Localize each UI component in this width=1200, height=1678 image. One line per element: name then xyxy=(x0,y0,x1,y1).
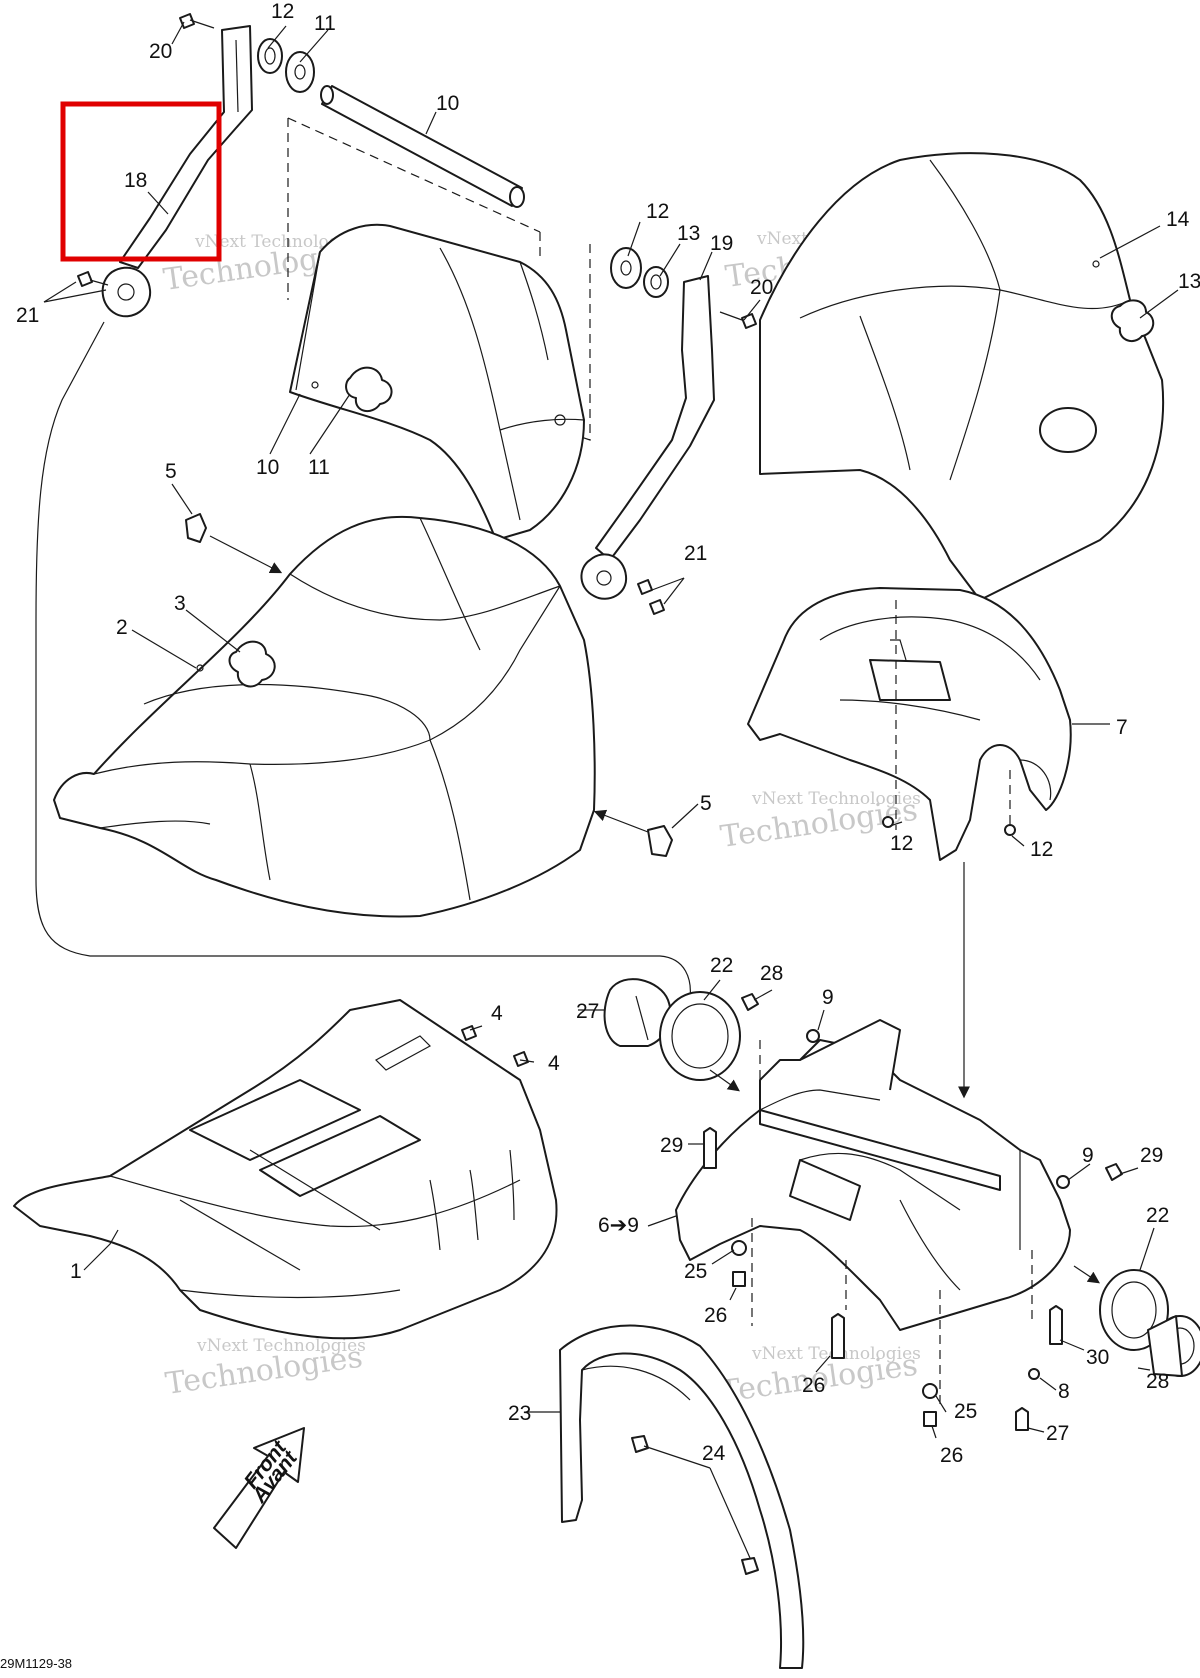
seat-frame xyxy=(675,1019,1071,1331)
screw-9 xyxy=(1056,1175,1070,1189)
callout-21: 21 xyxy=(684,542,707,565)
watermark-text: vNext Technologies xyxy=(751,789,921,809)
washer-16-right xyxy=(610,247,642,289)
callout-26: 26 xyxy=(704,1304,727,1327)
callout-19: 19 xyxy=(710,232,733,255)
backrest-badge xyxy=(345,366,393,413)
clip-24 xyxy=(741,1557,759,1575)
front-arrow: Front Avant xyxy=(213,1427,305,1549)
callouts: 12 11 20 10 18 21 12 13 19 20 14 13 10 1… xyxy=(16,0,1200,861)
callout-9: 9 xyxy=(1082,1144,1094,1167)
drawing-code: 29M1129-38 xyxy=(0,1656,73,1671)
callout-23: 23 xyxy=(508,1402,531,1425)
seat-badge xyxy=(228,640,276,688)
callout-22: 22 xyxy=(710,954,733,977)
callout-11: 11 xyxy=(308,456,330,479)
callout-17: 13 xyxy=(677,222,700,245)
callout-12: 12 xyxy=(1030,838,1053,861)
callout-9: 9 xyxy=(822,986,834,1009)
bolt-30 xyxy=(1049,1305,1063,1345)
callout-16: 11 xyxy=(314,12,336,35)
callout-2: 2 xyxy=(116,616,128,639)
screw-12 xyxy=(882,816,894,828)
seal-22-left xyxy=(659,991,741,1081)
callout-24: 24 xyxy=(702,1442,726,1465)
callout-27: 26 xyxy=(802,1374,825,1397)
callout-6-to-9: 6➔9 xyxy=(598,1214,639,1237)
callout-22: 22 xyxy=(1146,1204,1169,1227)
rear-cover-badge xyxy=(1110,299,1155,343)
washer-25 xyxy=(922,1383,938,1399)
callout-30: 29 xyxy=(660,1134,683,1157)
callout-21: 21 xyxy=(16,304,39,327)
clip-24 xyxy=(631,1435,649,1453)
backrest-bracket-right xyxy=(580,275,757,615)
rear-seat-cover xyxy=(759,152,1165,601)
backrest-cushion xyxy=(289,223,585,541)
callout-3: 3 xyxy=(174,592,186,615)
callout-12: 12 xyxy=(890,832,913,855)
hardware xyxy=(631,993,1123,1575)
callout-16: 12 xyxy=(646,200,669,223)
callout-26: 26 xyxy=(940,1444,963,1467)
nut-29 xyxy=(1105,1163,1123,1181)
washer-25 xyxy=(731,1240,747,1256)
watermark-text: vNext Technologies xyxy=(194,232,364,252)
callout-30: 30 xyxy=(1086,1346,1109,1369)
callout-4: 4 xyxy=(548,1052,560,1075)
callout-15: 10 xyxy=(436,92,459,115)
callout-20: 20 xyxy=(149,40,172,63)
callout-4: 4 xyxy=(491,1002,503,1025)
leader-lines xyxy=(43,21,1179,1559)
callout-18: 18 xyxy=(124,169,147,192)
callout-28: 27 xyxy=(576,1000,599,1023)
bolt-27 xyxy=(831,1313,845,1359)
callout-27: 27 xyxy=(1046,1422,1069,1445)
rivet-4 xyxy=(513,1051,529,1067)
bolt-26 xyxy=(923,1411,937,1427)
rod-15 xyxy=(320,85,525,208)
bracket-plate-left xyxy=(101,266,152,318)
bushing-17-top xyxy=(257,38,283,74)
callout-25: 25 xyxy=(684,1260,707,1283)
seat-base xyxy=(747,587,1072,861)
callout-1: 1 xyxy=(70,1260,82,1283)
bolt-26 xyxy=(732,1271,746,1287)
callout-13: 13 xyxy=(1178,270,1200,293)
callouts-lower: 4 4 27 22 28 9 1 29 6➔9 25 26 9 29 22 30… xyxy=(70,954,1169,1467)
washer-16-top xyxy=(285,51,315,93)
bearing-28-right xyxy=(1147,1315,1200,1377)
watermark-text: vNext Technologies xyxy=(196,1336,366,1356)
callout-14: 14 xyxy=(1166,208,1190,231)
screw-12 xyxy=(1004,824,1016,836)
bolt-27 xyxy=(1015,1407,1029,1431)
callout-5: 5 xyxy=(700,792,712,815)
callout-7: 7 xyxy=(1116,716,1128,739)
callout-17: 12 xyxy=(271,0,294,23)
callout-25: 25 xyxy=(954,1400,977,1423)
callout-29: 28 xyxy=(760,962,783,985)
callout-10: 10 xyxy=(256,456,279,479)
callout-28: 28 xyxy=(1146,1370,1169,1393)
bolt-30 xyxy=(703,1127,717,1169)
clip-5-right xyxy=(647,825,673,857)
screw-8 xyxy=(1028,1368,1040,1380)
callout-29: 29 xyxy=(1140,1144,1163,1167)
screw-9 xyxy=(806,1029,820,1043)
callout-8: 8 xyxy=(1058,1380,1070,1403)
callout-5: 5 xyxy=(165,460,177,483)
callout-20: 20 xyxy=(750,276,773,299)
seat-cushion xyxy=(53,515,596,918)
bushing-17-right xyxy=(643,266,669,298)
backrest-bracket-left xyxy=(77,13,253,318)
clip-5-top xyxy=(185,513,207,543)
storage-tray xyxy=(13,999,558,1340)
rear-fender xyxy=(559,1324,805,1669)
nut-29 xyxy=(741,993,759,1011)
highlight-box xyxy=(60,101,222,262)
